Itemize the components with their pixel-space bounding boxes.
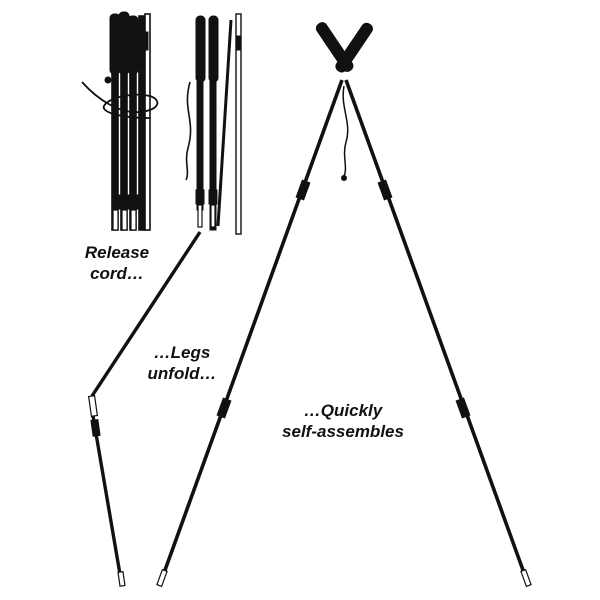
caption-legs-line1: …Legs — [153, 343, 211, 362]
caption-legs-line2: unfold… — [147, 364, 217, 383]
unfolding-legs — [87, 13, 242, 587]
caption-release-line2: cord… — [90, 264, 144, 283]
assembled-bipod — [156, 22, 532, 588]
folded-bundle — [81, 11, 159, 231]
caption-legs-unfold: …Legs unfold… — [132, 342, 232, 384]
caption-quick-line2: self-assembles — [282, 422, 404, 441]
caption-release-line1: Release — [84, 243, 150, 262]
caption-release-cord: Release cord… — [72, 242, 162, 284]
caption-self-assembles: …Quickly self-assembles — [268, 400, 418, 442]
caption-quick-line1: …Quickly — [303, 401, 383, 420]
